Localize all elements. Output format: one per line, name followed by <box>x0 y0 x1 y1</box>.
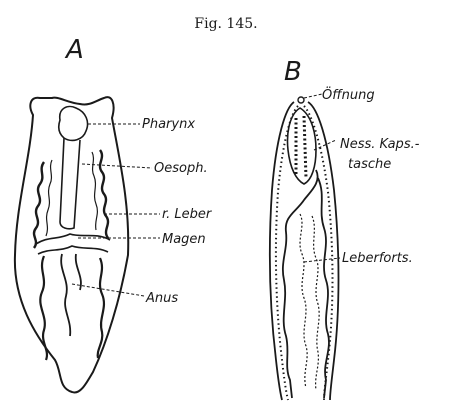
panel-b-letter: B <box>284 57 302 87</box>
label-pharynx: Pharynx <box>142 117 195 132</box>
panel-a-posterior-mid <box>61 254 81 336</box>
label-oesophagus: Oesoph. <box>154 161 208 176</box>
panel-a-leader-lines <box>72 124 160 296</box>
panel-a-left-liver-inner <box>46 160 52 236</box>
panel-a-oesophagus <box>60 138 80 229</box>
panel-a-right-liver <box>100 150 108 238</box>
panel-a-body-outline <box>15 97 128 392</box>
label-opening: Öffnung <box>322 86 375 103</box>
label-capsule-line1: Ness. Kaps.- <box>340 137 420 152</box>
panel-b-body-outline-right <box>308 102 339 400</box>
label-anus: Anus <box>145 291 178 306</box>
panel-a-posterior-left <box>40 256 47 360</box>
panel-b-capsule-beads <box>296 116 306 178</box>
panel-b-opening <box>298 97 304 103</box>
label-capsule-line2: tasche <box>348 157 391 172</box>
panel-b: B Öffnung Ness. Kaps.- tasche Leberforts… <box>270 57 420 400</box>
panel-b-liver-process-inner <box>300 214 319 390</box>
panel-a-left-liver <box>34 162 44 248</box>
label-liver: r. Leber <box>162 207 213 222</box>
panel-b-capsule-sac <box>288 108 317 184</box>
panel-a-stomach <box>36 234 110 254</box>
panel-a: A Pharynx Oesoph. r. Leber Magen <box>15 35 213 392</box>
figure-number: Fig. 145. <box>194 16 257 32</box>
panel-a-letter: A <box>64 35 84 65</box>
panel-a-pharynx <box>59 107 88 141</box>
label-liver-process: Leberforts. <box>342 251 413 266</box>
panel-b-liver-process-right <box>318 178 329 398</box>
panel-b-liver-process <box>283 170 318 398</box>
panel-a-right-liver-inner <box>92 152 97 230</box>
panel-a-posterior-right <box>98 258 104 358</box>
label-stomach: Magen <box>162 232 206 247</box>
